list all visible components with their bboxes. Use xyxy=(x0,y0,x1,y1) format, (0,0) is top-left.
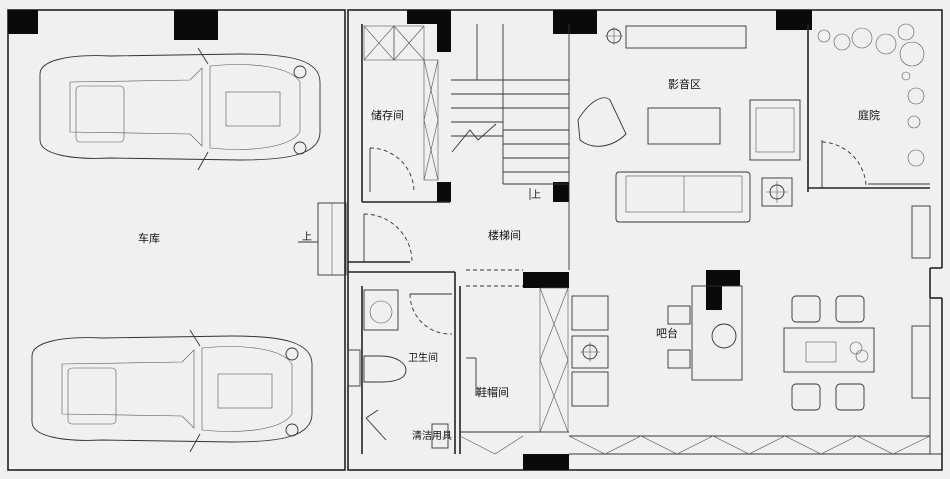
stairwell-label: 楼梯间 xyxy=(488,228,521,242)
sofa xyxy=(615,171,751,223)
courtyard xyxy=(807,23,930,192)
theater-label: 影音区 xyxy=(668,77,701,91)
car-bottom xyxy=(31,329,313,453)
bottom-cabinet xyxy=(459,298,942,455)
tv-cabinet xyxy=(625,25,747,49)
garage-label: 车库 xyxy=(138,231,160,245)
column xyxy=(174,10,218,40)
theater-area xyxy=(577,25,801,223)
lounge-chair xyxy=(577,97,627,147)
dining-table xyxy=(783,327,875,373)
column xyxy=(8,10,38,34)
bathroom-label: 卫生间 xyxy=(408,351,438,364)
plant-icon xyxy=(817,23,925,167)
staircase xyxy=(451,24,570,270)
bar-counter xyxy=(691,285,743,381)
cleaning-label: 清洁用具 xyxy=(412,429,452,442)
bathroom xyxy=(347,271,456,454)
stair-up-label: 上 xyxy=(531,189,541,201)
bar-area xyxy=(571,205,931,411)
house-walls xyxy=(347,9,946,471)
garage-area xyxy=(7,9,347,471)
coffee-table xyxy=(647,107,721,145)
entry-up-label: 上 xyxy=(302,231,312,243)
side-table xyxy=(761,177,793,207)
car-top xyxy=(39,47,321,171)
armchair xyxy=(749,99,801,161)
toilet xyxy=(363,355,407,383)
courtyard-label: 庭院 xyxy=(858,108,880,122)
sink xyxy=(363,289,399,331)
shoe-room xyxy=(459,286,569,454)
bar-label: 吧台 xyxy=(656,326,678,340)
shoe-room-label: 鞋帽间 xyxy=(476,385,509,399)
storage-label: 储存间 xyxy=(371,108,404,122)
storage-room xyxy=(361,24,450,203)
